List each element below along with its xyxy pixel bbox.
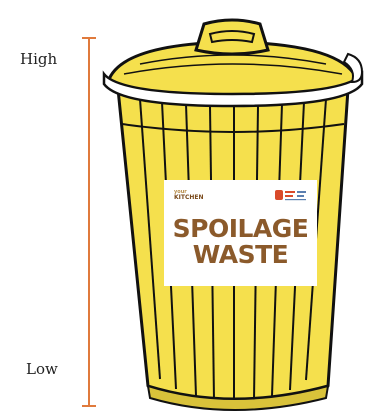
scale-cap-bottom xyxy=(82,405,96,407)
scale-high-label: High xyxy=(20,52,57,67)
brand-logo-left: your KITCHEN xyxy=(174,190,204,202)
scale-low-label: Low xyxy=(26,362,58,377)
sign-title-line1: SPOILAGE xyxy=(164,216,317,242)
sign-title-line2: WASTE xyxy=(164,242,317,268)
brand-logo-left-line2: KITCHEN xyxy=(174,195,204,201)
scale-bar xyxy=(88,37,90,407)
spoilage-waste-sign: your KITCHEN SPOILAGE WASTE xyxy=(164,180,317,286)
sign-title: SPOILAGE WASTE xyxy=(164,216,317,268)
brand-logo-right xyxy=(275,190,307,202)
scale-cap-top xyxy=(82,37,96,39)
bin-lid xyxy=(104,20,362,106)
